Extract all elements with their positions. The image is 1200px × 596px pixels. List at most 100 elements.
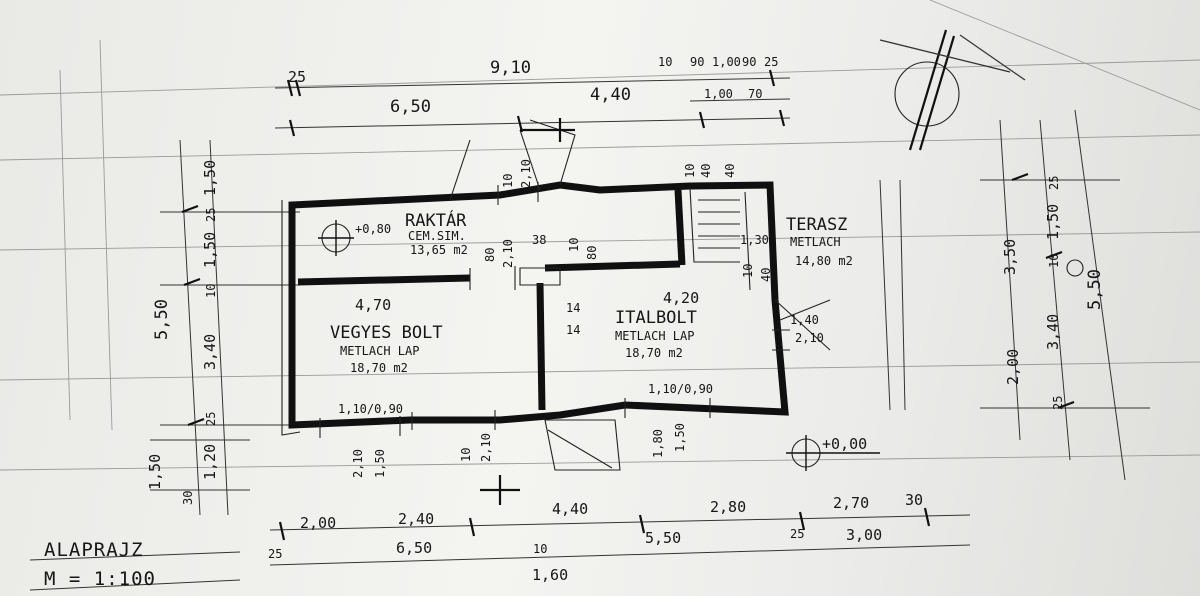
ghost-lines xyxy=(0,0,1200,471)
title-block: ALAPRAJZ M = 1:100 xyxy=(29,539,241,591)
dim-left-2: 1,50 xyxy=(201,232,219,268)
dim-int-16: 10 xyxy=(459,448,473,462)
room-terasz-floor: METLACH xyxy=(790,235,841,249)
dim-int-21: 10 xyxy=(741,264,755,278)
dim-bottom-8: 5,50 xyxy=(645,529,681,547)
dim-top-5: 90 xyxy=(690,55,704,69)
dim-int-17: 2,10 xyxy=(479,433,493,462)
raktar-level-mark: +0,80 xyxy=(355,222,391,236)
dim-bottom-5: 30 xyxy=(905,491,923,509)
room-italbolt-width: 4,20 xyxy=(663,289,699,307)
dim-bottom-7: 6,50 xyxy=(396,539,432,557)
room-vegyes-width: 4,70 xyxy=(355,296,391,314)
dim-int-14: 2,10 xyxy=(351,449,365,478)
dim-right-4: 5,50 xyxy=(1085,269,1105,310)
dim-left-6: 25 xyxy=(204,412,218,426)
level-labels: +0,80 +0,00 1,10/0,90 1,10/0,90 xyxy=(338,222,867,453)
dim-left-9: 30 xyxy=(181,491,195,505)
dim-int-0: 10 xyxy=(501,174,515,188)
dim-left-3: 10 xyxy=(204,284,218,298)
dim-int-7: 10 xyxy=(683,164,697,178)
dim-int-5: 10 xyxy=(567,238,581,252)
building-walls xyxy=(281,119,831,471)
room-italbolt-name: ITALBOLT xyxy=(615,308,697,328)
dim-bottom-1: 2,40 xyxy=(398,510,434,528)
dim-top-6: 1,00 xyxy=(712,55,741,69)
dim-bottom-6: 25 xyxy=(268,547,282,561)
dim-right-2: 10 xyxy=(1047,254,1061,268)
dim-top-7: 90 xyxy=(742,55,756,69)
dim-top-8: 25 xyxy=(764,55,778,69)
dimension-lines xyxy=(150,77,1150,566)
top-dimension-labels: 25 9,10 6,50 4,40 10 90 1,00 90 25 1,00 … xyxy=(288,55,778,117)
dim-top-9: 1,00 xyxy=(704,87,733,101)
dim-right-0: 25 xyxy=(1047,176,1061,190)
dim-int-3: 2,10 xyxy=(501,239,515,268)
dim-right-1: 1,50 xyxy=(1044,204,1062,240)
interior-dimension-labels: 10 2,10 80 2,10 38 10 80 10 40 40 14 14 … xyxy=(351,159,824,478)
dim-int-19: 1,50 xyxy=(673,423,687,452)
dim-left-1: 25 xyxy=(204,208,218,222)
right-dimension-labels: 25 1,50 10 3,50 5,50 3,40 2,00 25 xyxy=(1001,176,1105,410)
dim-int-2: 80 xyxy=(483,248,497,262)
bottom-dimension-labels: 2,00 2,40 4,40 2,80 2,70 30 25 6,50 5,50… xyxy=(268,491,923,584)
room-vegyes-name: VEGYES BOLT xyxy=(330,323,443,343)
dim-int-1: 2,10 xyxy=(519,159,533,188)
room-italbolt-area: 18,70 m2 xyxy=(625,346,683,360)
level-markers xyxy=(318,220,1084,471)
dim-bottom-9: 25 xyxy=(790,527,804,541)
dim-bottom-4: 2,70 xyxy=(833,494,869,512)
room-vegyes-area: 18,70 m2 xyxy=(350,361,408,375)
room-raktar-name: RAKTÁR xyxy=(405,209,467,231)
room-terasz-area: 14,80 m2 xyxy=(795,254,853,268)
room-italbolt-floor: METLACH LAP xyxy=(615,329,694,343)
room-terasz-name: TERASZ xyxy=(786,215,847,235)
dim-top-10: 70 xyxy=(748,87,762,101)
dim-top-0: 25 xyxy=(288,68,306,86)
dim-bottom-3: 2,80 xyxy=(710,498,746,516)
dimension-ticks xyxy=(181,69,1075,541)
dim-right-3: 3,50 xyxy=(1001,239,1019,275)
dim-right-7: 25 xyxy=(1051,396,1065,410)
dim-int-12: 1,40 xyxy=(790,313,819,327)
room-raktar-floor: CEM.SIM. xyxy=(408,229,466,243)
dim-bottom-2: 4,40 xyxy=(552,500,588,518)
north-arrow-icon xyxy=(879,29,1026,151)
dim-int-15: 1,50 xyxy=(373,449,387,478)
dim-top-1: 9,10 xyxy=(490,58,531,78)
dim-int-10: 14 xyxy=(566,301,580,315)
floor-level-mark: +0,00 xyxy=(822,435,867,453)
dim-bottom-11: 10 xyxy=(533,542,547,556)
room-labels: RAKTÁR CEM.SIM. 13,65 m2 4,70 VEGYES BOL… xyxy=(330,209,853,375)
window-right-size: 1,10/0,90 xyxy=(648,382,713,396)
dim-left-7: 1,20 xyxy=(201,444,219,480)
dim-top-4: 10 xyxy=(658,55,672,69)
dim-bottom-0: 2,00 xyxy=(300,514,336,532)
dim-bottom-12: 1,60 xyxy=(532,566,568,584)
dim-int-11: 14 xyxy=(566,323,580,337)
dim-int-6: 80 xyxy=(585,246,599,260)
drawing-title: ALAPRAJZ xyxy=(44,539,144,561)
dim-right-5: 3,40 xyxy=(1044,314,1062,350)
dim-bottom-10: 3,00 xyxy=(846,526,882,544)
dim-left-0: 1,50 xyxy=(201,160,219,196)
dim-int-22: 40 xyxy=(759,268,773,282)
dim-top-2: 6,50 xyxy=(390,97,431,117)
dim-left-8: 1,50 xyxy=(146,454,164,490)
dim-left-4: 3,40 xyxy=(201,334,219,370)
dim-right-6: 2,00 xyxy=(1004,349,1022,385)
room-vegyes-floor: METLACH LAP xyxy=(340,344,419,358)
dim-int-8: 40 xyxy=(699,164,713,178)
dim-int-18: 1,80 xyxy=(651,429,665,458)
dim-int-9: 40 xyxy=(723,164,737,178)
drawing-scale: M = 1:100 xyxy=(44,568,156,590)
dim-left-5: 5,50 xyxy=(152,299,172,340)
window-left-size: 1,10/0,90 xyxy=(338,402,403,416)
dim-int-13: 2,10 xyxy=(795,331,824,345)
dim-int-20: 1,30 xyxy=(740,233,769,247)
dim-int-4: 38 xyxy=(532,233,546,247)
dim-top-3: 4,40 xyxy=(590,85,631,105)
left-dimension-labels: 1,50 25 1,50 10 3,40 5,50 25 1,20 1,50 3… xyxy=(146,160,219,505)
